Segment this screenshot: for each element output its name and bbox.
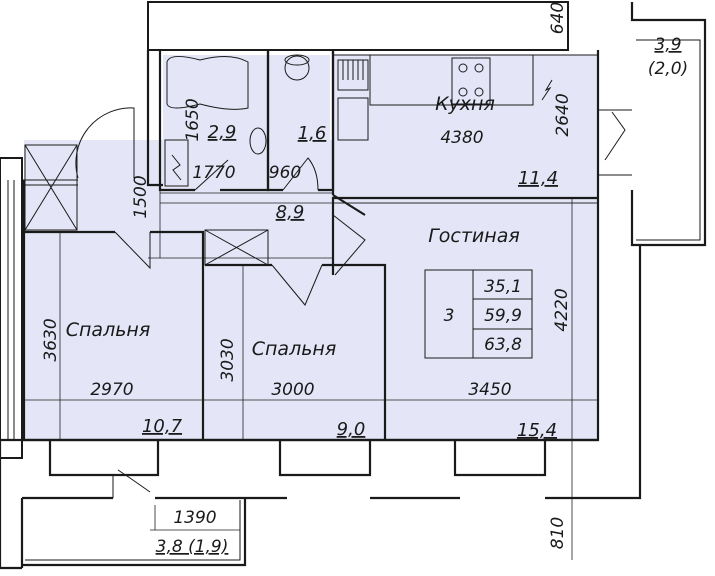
living-area: 35,1 bbox=[484, 277, 522, 297]
outer-walls bbox=[0, 50, 600, 459]
heater-icon bbox=[164, 139, 189, 187]
kitchen-living-wall bbox=[331, 196, 598, 275]
kitchen-sink-icon bbox=[337, 97, 369, 141]
bedroom-2-depth: 3030 bbox=[218, 338, 238, 381]
balcony-right-reduced-area: (2,0) bbox=[648, 59, 688, 79]
balcony-right-depth: 640 bbox=[548, 2, 568, 34]
bathroom-area: 2,9 bbox=[208, 122, 237, 143]
balcony-right: 3,9 (2,0) bbox=[598, 2, 707, 247]
area-summary-table: 3 35,1 59,9 63,8 bbox=[424, 269, 533, 359]
stove-icon bbox=[451, 57, 491, 105]
kitchen-area: 11,4 bbox=[518, 168, 558, 189]
kitchen: Кухня 4380 11,4 2640 bbox=[331, 50, 598, 216]
room-fills bbox=[24, 55, 598, 440]
entrance-door[interactable] bbox=[75, 107, 135, 179]
total-area-with-balcony: 63,8 bbox=[484, 335, 522, 355]
hall: 8,9 1770 960 1500 bbox=[75, 107, 333, 259]
living-room-width: 3450 bbox=[468, 380, 511, 400]
kitchen-name: Кухня bbox=[435, 93, 495, 115]
hall-area: 8,9 bbox=[276, 202, 305, 223]
top-wall-slab bbox=[147, 1, 569, 51]
bathroom-depth: 1650 bbox=[183, 98, 203, 141]
living-room: Гостиная 3450 15,4 4220 bbox=[385, 198, 598, 560]
bedroom-2: Спальня 3000 9,0 3030 bbox=[203, 263, 387, 440]
kitchen-depth: 2640 bbox=[553, 93, 573, 136]
rooms-count: 3 bbox=[444, 306, 455, 326]
balcony-bottom-area: 3,8 (1,9) bbox=[156, 537, 229, 557]
bedroom-1-depth: 3630 bbox=[41, 318, 61, 361]
living-room-area: 15,4 bbox=[517, 420, 557, 441]
bedroom-1-name: Спальня bbox=[66, 319, 151, 341]
bedroom-2-name: Спальня bbox=[252, 338, 337, 360]
living-room-name: Гостиная bbox=[428, 225, 520, 247]
bathtub-icon bbox=[166, 56, 249, 110]
window-strip-bottom bbox=[0, 245, 642, 570]
sink-icon bbox=[249, 127, 267, 155]
hall-width-2: 960 bbox=[269, 163, 301, 183]
bedroom-1-area: 10,7 bbox=[142, 416, 183, 437]
bedroom-1-width: 2970 bbox=[90, 380, 133, 400]
total-area: 59,9 bbox=[484, 306, 522, 326]
wc-area: 1,6 bbox=[298, 123, 327, 144]
bedroom-1: Спальня 2970 10,7 3630 bbox=[24, 230, 205, 440]
hall-depth: 1500 bbox=[131, 175, 151, 218]
kitchen-width: 4380 bbox=[440, 128, 483, 148]
bedroom-2-area: 9,0 bbox=[337, 419, 366, 440]
ventilation-shafts bbox=[24, 144, 269, 266]
balcony-bottom-depth: 810 bbox=[548, 517, 568, 549]
balcony-right-area: 3,9 bbox=[654, 35, 681, 55]
hall-width-1: 1770 bbox=[192, 163, 235, 183]
balcony-bottom-width: 1390 bbox=[173, 508, 216, 528]
living-room-depth: 4220 bbox=[552, 288, 572, 331]
balcony-bottom: 1390 3,8 (1,9) 810 640 bbox=[22, 2, 568, 567]
bedroom-2-width: 3000 bbox=[271, 380, 314, 400]
toilet-icon bbox=[284, 55, 310, 81]
